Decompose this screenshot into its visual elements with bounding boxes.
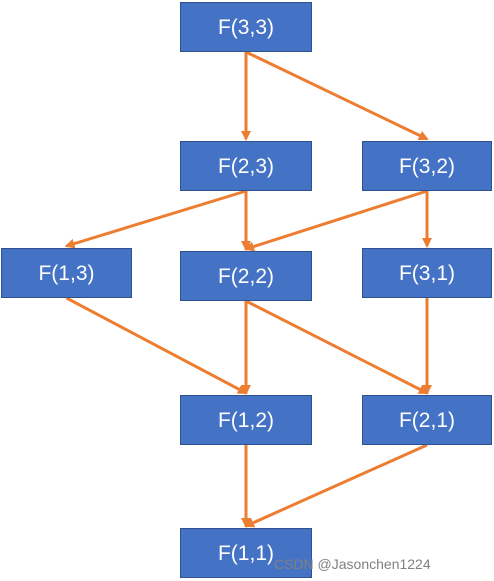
node-f-1-3: F(1,3) bbox=[1, 248, 132, 298]
node-f-3-2: F(3,2) bbox=[362, 141, 492, 191]
watermark: CSDN @Jasonchen1224 bbox=[274, 556, 431, 572]
node-f-3-3: F(3,3) bbox=[180, 2, 312, 52]
node-f-1-1: F(1,1) bbox=[180, 528, 312, 578]
arrow-f32-to-f22 bbox=[244, 189, 428, 252]
arrow-f21-to-f11 bbox=[244, 443, 428, 528]
node-f-2-2: F(2,2) bbox=[180, 251, 312, 301]
arrow-f23-to-f13 bbox=[64, 189, 247, 249]
arrow-f33-to-f32 bbox=[245, 50, 429, 141]
arrow-f22-to-f21 bbox=[245, 299, 429, 395]
node-f-3-1: F(3,1) bbox=[362, 248, 492, 298]
node-f-2-3: F(2,3) bbox=[180, 141, 312, 191]
arrow-f13-to-f12 bbox=[65, 296, 248, 395]
node-f-1-2: F(1,2) bbox=[180, 395, 312, 445]
node-f-2-1: F(2,1) bbox=[362, 395, 492, 445]
